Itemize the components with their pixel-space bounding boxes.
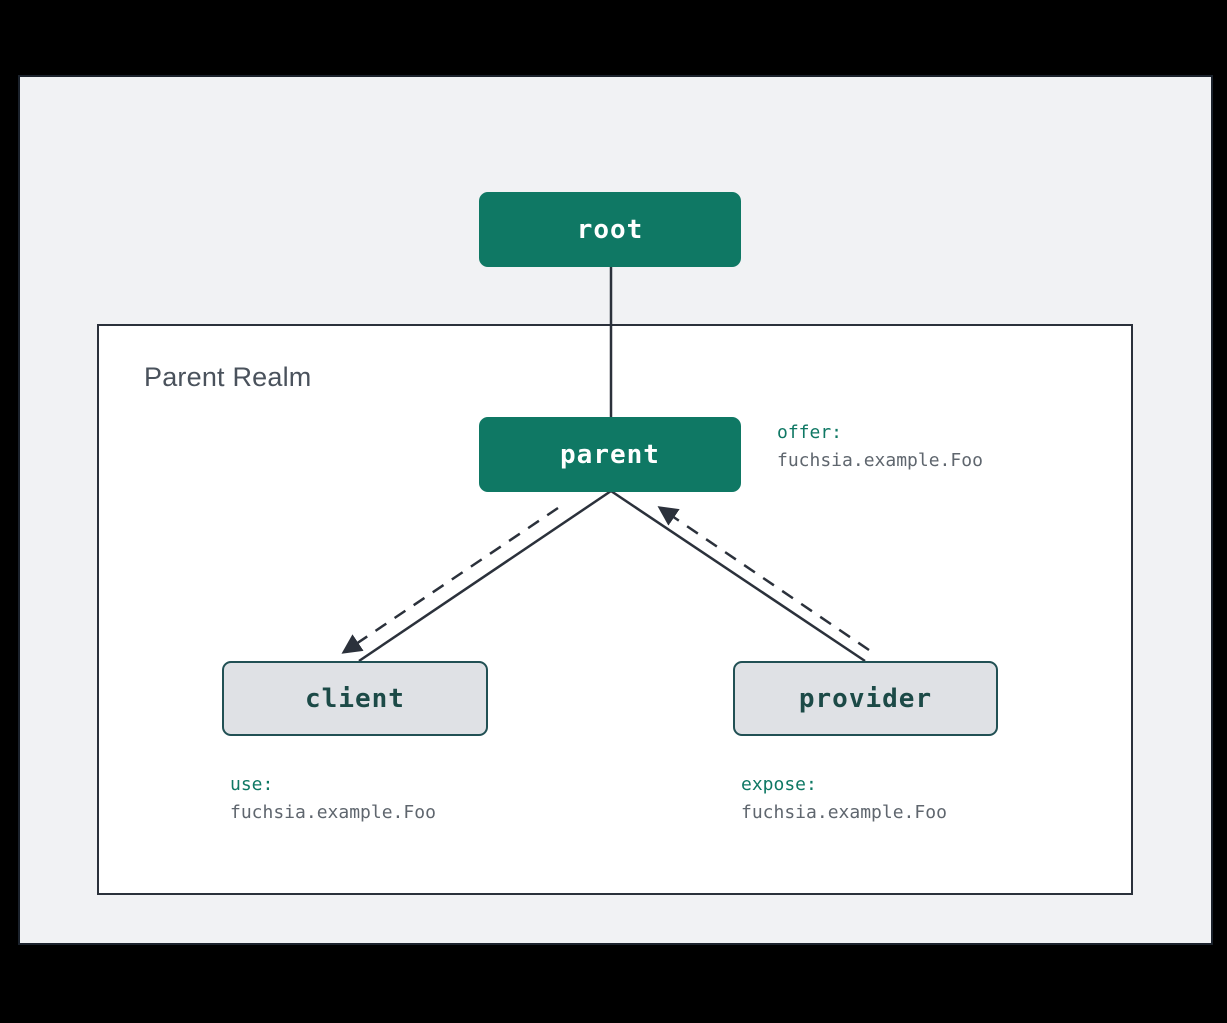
parent-realm-label: Parent Realm	[144, 362, 312, 392]
edge-route-provider-to-parent	[657, 506, 870, 652]
node-parent-label: parent	[560, 439, 660, 470]
edge-parent-provider	[610, 489, 866, 663]
capability-use-key: use:	[230, 774, 274, 795]
capability-offer-key: offer:	[777, 422, 843, 443]
capability-use-value: fuchsia.example.Foo	[230, 802, 436, 823]
node-root-label: root	[576, 214, 644, 245]
capability-use: use: fuchsia.example.Foo	[230, 771, 436, 827]
capability-expose-value: fuchsia.example.Foo	[741, 802, 947, 823]
edge-route-parent-to-client	[341, 506, 559, 654]
capability-offer: offer: fuchsia.example.Foo	[777, 419, 983, 475]
node-client-label: client	[305, 683, 405, 714]
capability-expose: expose: fuchsia.example.Foo	[741, 771, 947, 827]
node-client[interactable]: client	[222, 661, 488, 736]
node-provider[interactable]: provider	[733, 661, 998, 736]
node-provider-label: provider	[798, 683, 933, 714]
node-parent[interactable]: parent	[479, 417, 741, 492]
capability-expose-key: expose:	[741, 774, 817, 795]
capability-offer-value: fuchsia.example.Foo	[777, 450, 983, 471]
edge-parent-client	[358, 489, 612, 663]
node-root[interactable]: root	[479, 192, 741, 267]
